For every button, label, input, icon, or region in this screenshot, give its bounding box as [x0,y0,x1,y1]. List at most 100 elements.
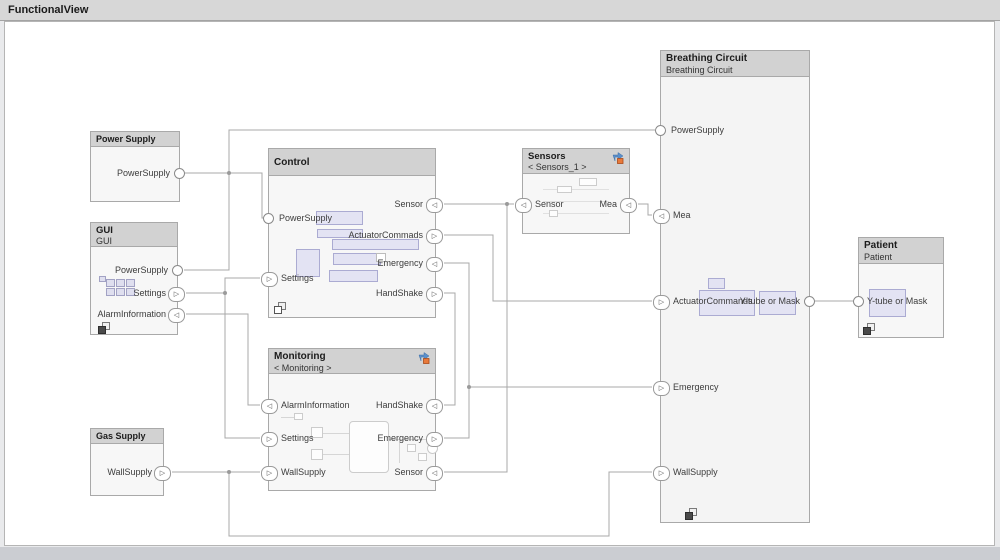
port-label: PowerSupply [114,265,168,275]
triangle-right-icon: ▷ [431,232,438,240]
triangle-right-icon: ▷ [658,384,665,392]
behavior-preview [281,417,294,418]
wire-handshake-net[interactable] [444,292,456,406]
triangle-right-icon: ▷ [159,469,166,477]
port-wallsupply[interactable]: ▷ [261,466,278,481]
port-sensor[interactable]: ◁ [426,198,443,213]
triangle-right-icon: ▷ [266,435,273,443]
triangle-left-icon: ◁ [266,402,273,410]
triangle-right-icon: ▷ [431,435,438,443]
port-emergency[interactable]: ◁ [426,257,443,272]
port-powersupply[interactable] [174,168,185,179]
port-emergency[interactable]: ▷ [653,381,670,396]
behavior-preview [311,449,323,460]
port-label: Y-tube or Mask [867,296,928,306]
behavior-preview [376,253,386,262]
behavior-preview [317,229,363,238]
port-wallsupply[interactable]: ▷ [154,466,171,481]
port-handshake[interactable]: ▷ [426,287,443,302]
wire-wallsupply-net[interactable] [172,471,652,537]
block-subtitle: < Sensors_1 > [528,162,587,173]
view-title-bar: FunctionalView [0,0,1000,21]
block-header: Monitoring < Monitoring > [269,349,435,374]
port-sensor[interactable]: ◁ [515,198,532,213]
port-alarminformation[interactable]: ◁ [261,399,278,414]
port-handshake[interactable]: ◁ [426,399,443,414]
triangle-left-icon: ◁ [658,212,665,220]
port-powersupply[interactable] [172,265,183,276]
behavior-preview [332,239,419,250]
port-settings[interactable]: ▷ [261,272,278,287]
block-sensors[interactable]: Sensors < Sensors_1 > ◁ Sensor ◁ Mea [515,148,637,234]
behavior-preview [333,253,381,265]
triangle-right-icon: ▷ [431,290,438,298]
wire-sensor-net[interactable] [444,203,514,473]
port-mea[interactable]: ◁ [653,209,670,224]
port-emergency[interactable]: ▷ [426,432,443,447]
behavior-preview [399,439,400,463]
port-mea[interactable]: ◁ [620,198,637,213]
behavior-preview [311,427,323,438]
port-powersupply[interactable] [655,125,666,136]
simulink-link-badge-icon [612,152,624,164]
port-label: WallSupply [673,467,718,477]
triangle-left-icon: ◁ [431,469,438,477]
block-header: GUI GUI [91,223,177,247]
port-label: Sensor [394,199,423,209]
junction-dot [227,171,231,175]
block-monitoring[interactable]: Monitoring < Monitoring > ◁ AlarmInforma… [261,348,443,491]
port-ytube-or-mask[interactable] [804,296,815,307]
block-patient[interactable]: Patient Patient Y-tube or Mask [853,237,944,338]
junction-dot [505,202,509,206]
gui-preview-thumbnail [99,276,137,299]
port-settings[interactable]: ▷ [168,287,185,302]
port-actuatorcommands[interactable]: ▷ [653,295,670,310]
port-settings[interactable]: ▷ [261,432,278,447]
wire-powersupply-net[interactable] [184,129,655,271]
port-label: Mea [673,210,691,220]
block-subtitle: Patient [864,251,893,262]
port-label: PowerSupply [116,168,170,178]
port-ytube-or-mask[interactable] [853,296,864,307]
behavior-preview [543,213,609,214]
junction-dot [223,291,227,295]
behavior-preview [557,186,572,193]
wire-actuatorcommands-net[interactable] [444,234,652,302]
wire-emergency-net[interactable] [444,262,652,439]
triangle-right-icon: ▷ [658,469,665,477]
block-control[interactable]: Control PowerSupply ▷ Settings ◁ Sensor … [261,148,443,318]
behavior-preview [759,291,796,315]
port-actuatorcommands[interactable]: ▷ [426,229,443,244]
block-subtitle: GUI [96,236,113,247]
behavior-preview [316,211,363,225]
port-label: Sensor [535,199,564,209]
triangle-left-icon: ◁ [431,201,438,209]
port-alarminformation[interactable]: ◁ [168,308,185,323]
block-power-supply[interactable]: Power Supply PowerSupply [90,131,185,202]
behavior-preview [349,421,389,473]
block-title: Patient [864,240,898,251]
port-wallsupply[interactable]: ▷ [653,466,670,481]
port-label: WallSupply [281,467,326,477]
block-gui[interactable]: GUI GUI PowerSupply ▷ Settings ◁ AlarmIn… [90,222,185,335]
behavior-preview [418,453,427,461]
triangle-right-icon: ▷ [266,275,273,283]
block-title: Breathing Circuit [666,53,748,64]
port-label: Emergency [673,382,719,392]
port-sensor[interactable]: ◁ [426,466,443,481]
block-gas-supply[interactable]: Gas Supply ▷ WallSupply [90,428,171,496]
block-breathing-circuit[interactable]: Breathing Circuit Breathing Circuit Powe… [653,50,815,523]
block-subtitle: < Monitoring > [274,362,332,373]
port-label: ActuatorCommads [348,230,423,240]
wire-mea-net[interactable] [638,203,652,216]
block-title: Control [274,157,310,168]
junction-dot [467,385,471,389]
wire-settings-net[interactable] [186,277,260,439]
port-powersupply[interactable] [263,213,274,224]
behavior-preview [579,178,597,186]
wire-alarminformation-net[interactable] [186,313,260,406]
simulink-link-badge-icon [418,352,430,364]
block-header: Breathing Circuit Breathing Circuit [661,51,809,77]
